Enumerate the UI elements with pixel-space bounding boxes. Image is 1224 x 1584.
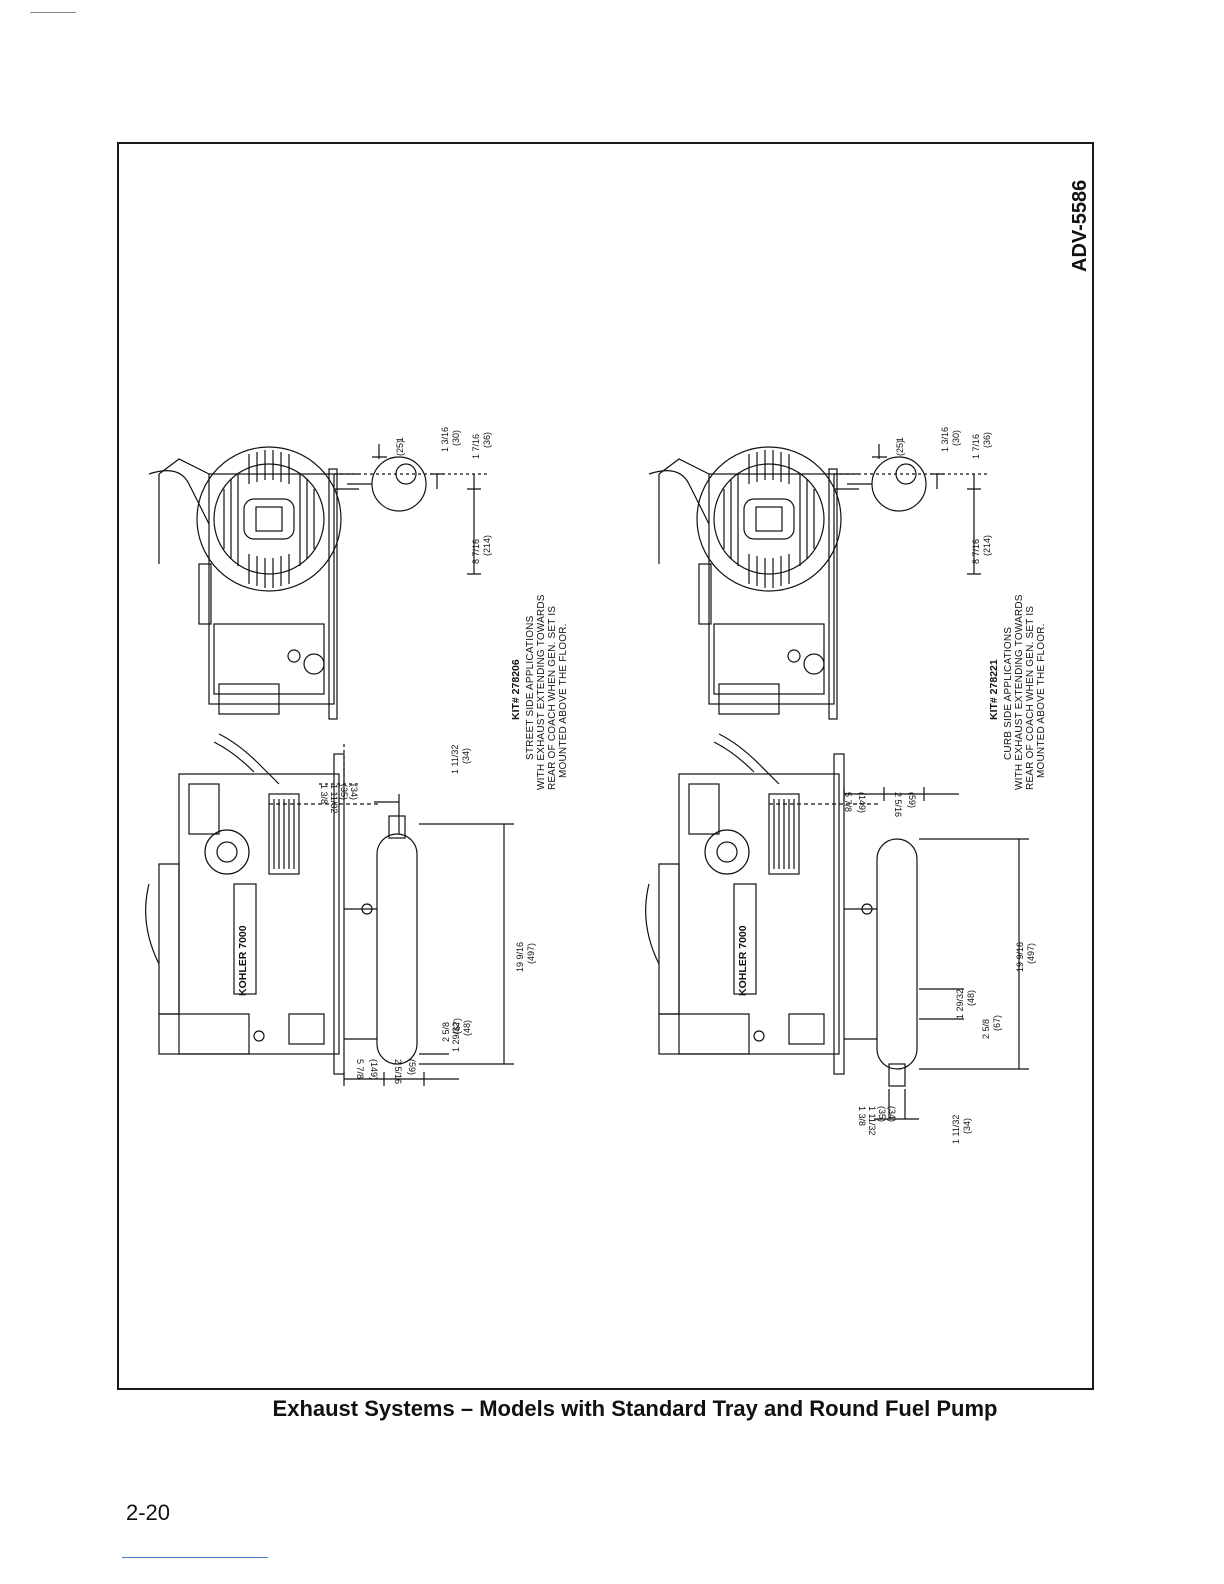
left-engine-label: KOHLER 7000	[237, 925, 249, 996]
svg-text:WITH EXHAUST EXTENDING TOWARDS: WITH EXHAUST EXTENDING TOWARDS	[1014, 594, 1025, 790]
left-bottom-generator-view	[145, 733, 514, 1086]
svg-text:(34): (34)	[461, 748, 471, 764]
svg-text:2 5/16: 2 5/16	[393, 1059, 403, 1084]
svg-text:1 11/32: 1 11/32	[867, 1106, 877, 1135]
page-number: 2-20	[126, 1500, 171, 1525]
svg-text:(36): (36)	[482, 432, 492, 448]
svg-text:(59): (59)	[407, 1059, 417, 1075]
drawing-frame: 1 (25) 1 3/16 (30) 1 7/16 (36) 8 7/16 (2…	[117, 142, 1094, 1390]
svg-text:(497): (497)	[526, 943, 536, 964]
svg-text:REAR OF COACH WHEN GEN. SET IS: REAR OF COACH WHEN GEN. SET IS	[1025, 606, 1036, 790]
bottom-rule	[122, 1557, 268, 1558]
svg-text:ADV-5586: ADV-5586	[1069, 180, 1091, 272]
svg-text:1 3/8: 1 3/8	[319, 784, 329, 804]
right-top-dimensions: 1 (25) 1 3/16 (30) 1 7/16 (36) 8 7/16 (2…	[895, 427, 992, 564]
left-bottom-dimensions: (34) (35) 1 11/32 1 3/8 1 11/32 (34) 19 …	[319, 745, 536, 1084]
right-kit-note: KIT# 278221 CURB SIDE APPLICATIONS WITH …	[988, 594, 1047, 790]
svg-text:(48): (48)	[462, 1020, 472, 1036]
svg-text:MOUNTED ABOVE THE FLOOR.: MOUNTED ABOVE THE FLOOR.	[1036, 623, 1047, 778]
svg-text:(149): (149)	[857, 792, 867, 813]
top-rule	[30, 12, 76, 13]
svg-text:(25): (25)	[395, 440, 405, 456]
svg-text:(35): (35)	[339, 784, 349, 800]
svg-text:1 7/16: 1 7/16	[971, 434, 981, 459]
left-top-dimensions: 1 (25) 1 3/16 (30) 1 7/16 (36) 8 7/16 (2…	[395, 427, 492, 564]
svg-text:1 11/32: 1 11/32	[450, 745, 460, 774]
svg-text:1 7/16: 1 7/16	[471, 434, 481, 459]
svg-text:(497): (497)	[1026, 943, 1036, 964]
svg-text:2 5/8: 2 5/8	[441, 1022, 451, 1042]
svg-text:8 7/16: 8 7/16	[971, 539, 981, 564]
svg-text:5 7/8: 5 7/8	[355, 1059, 365, 1079]
right-engine-label: KOHLER 7000	[737, 925, 749, 996]
right-bottom-dimensions: (149) 5 7/8 (59) 2 5/16 19 9/16 (497) 1 …	[843, 792, 1036, 1144]
svg-text:1 29/32: 1 29/32	[451, 1022, 461, 1052]
svg-text:(36): (36)	[982, 432, 992, 448]
svg-text:1 11/32: 1 11/32	[951, 1115, 961, 1144]
figure-caption: Exhaust Systems – Models with Standard T…	[272, 1396, 998, 1421]
svg-text:(214): (214)	[982, 535, 992, 556]
svg-text:19 9/16: 19 9/16	[515, 942, 525, 972]
left-top-generator-view	[148, 444, 489, 720]
svg-text:1 29/32: 1 29/32	[955, 989, 965, 1019]
svg-text:2 5/16: 2 5/16	[893, 792, 903, 817]
svg-text:(59): (59)	[907, 792, 917, 808]
svg-text:(35): (35)	[877, 1106, 887, 1122]
svg-text:CURB SIDE APPLICATIONS: CURB SIDE APPLICATIONS	[1003, 627, 1014, 760]
svg-text:(25): (25)	[895, 440, 905, 456]
svg-text:5 7/8: 5 7/8	[843, 792, 853, 812]
svg-text:(48): (48)	[966, 990, 976, 1006]
svg-text:(149): (149)	[369, 1059, 379, 1080]
svg-text:(67): (67)	[452, 1018, 462, 1034]
svg-text:19 9/16: 19 9/16	[1015, 942, 1025, 972]
svg-text:2 5/8: 2 5/8	[981, 1019, 991, 1039]
svg-text:REAR OF COACH WHEN GEN. SET IS: REAR OF COACH WHEN GEN. SET IS	[547, 606, 558, 790]
svg-text:(214): (214)	[482, 535, 492, 556]
svg-text:1 11/32: 1 11/32	[329, 784, 339, 813]
right-top-generator-view	[648, 444, 989, 720]
right-bottom-generator-view	[645, 733, 1029, 1120]
left-kit-note: KIT# 278206 STREET SIDE APPLICATIONS WIT…	[510, 594, 569, 790]
svg-text:1: 1	[895, 437, 905, 442]
drawing-id-label: ADV-5586	[1069, 180, 1091, 272]
svg-text:KIT# 278221: KIT# 278221	[988, 659, 1000, 720]
svg-text:(34): (34)	[349, 784, 359, 800]
svg-text:KIT# 278206: KIT# 278206	[510, 659, 522, 720]
svg-text:1 3/16: 1 3/16	[440, 427, 450, 452]
svg-text:(34): (34)	[962, 1118, 972, 1134]
svg-text:8 7/16: 8 7/16	[471, 539, 481, 564]
svg-text:(30): (30)	[451, 430, 461, 446]
svg-text:(34): (34)	[887, 1106, 897, 1122]
technical-drawing: 1 (25) 1 3/16 (30) 1 7/16 (36) 8 7/16 (2…	[145, 427, 1047, 1144]
svg-text:MOUNTED ABOVE THE FLOOR.: MOUNTED ABOVE THE FLOOR.	[558, 623, 569, 778]
svg-text:(67): (67)	[992, 1015, 1002, 1031]
svg-text:WITH EXHAUST EXTENDING TOWARDS: WITH EXHAUST EXTENDING TOWARDS	[536, 594, 547, 790]
svg-text:STREET SIDE APPLICATIONS: STREET SIDE APPLICATIONS	[525, 615, 536, 760]
svg-text:(30): (30)	[951, 430, 961, 446]
svg-text:1 3/16: 1 3/16	[940, 427, 950, 452]
svg-text:1: 1	[395, 437, 405, 442]
svg-text:1 3/8: 1 3/8	[857, 1106, 867, 1126]
